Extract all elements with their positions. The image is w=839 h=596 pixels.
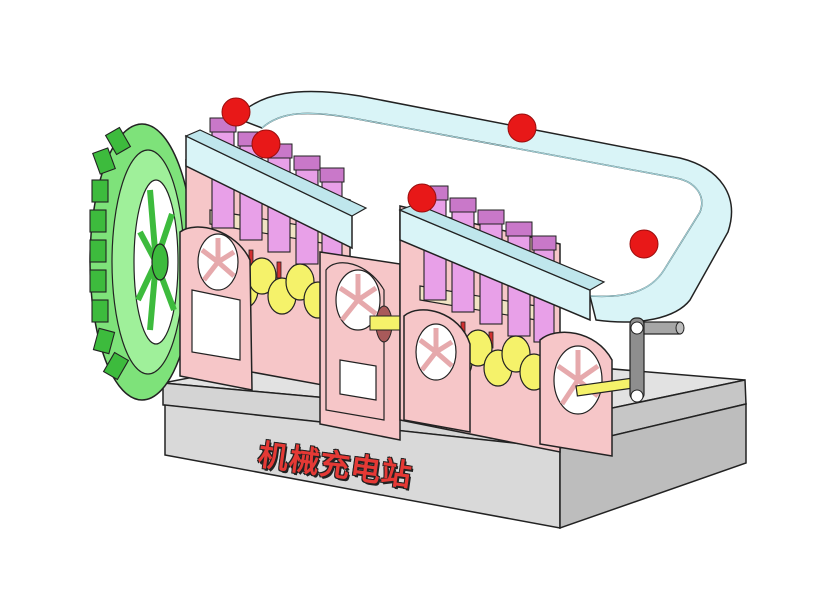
- steel-balls: [221, 97, 659, 259]
- flywheel: [89, 123, 195, 401]
- ball: [507, 113, 537, 143]
- drive-gear: [369, 305, 401, 343]
- ball-return-track: [234, 90, 733, 323]
- center-frame: [319, 251, 401, 441]
- ball: [221, 97, 251, 127]
- ball: [407, 183, 437, 213]
- right-ramp: [398, 203, 606, 322]
- left-ramp: [184, 129, 368, 250]
- ball: [251, 129, 281, 159]
- ball: [629, 229, 659, 259]
- hand-crank: [575, 317, 685, 403]
